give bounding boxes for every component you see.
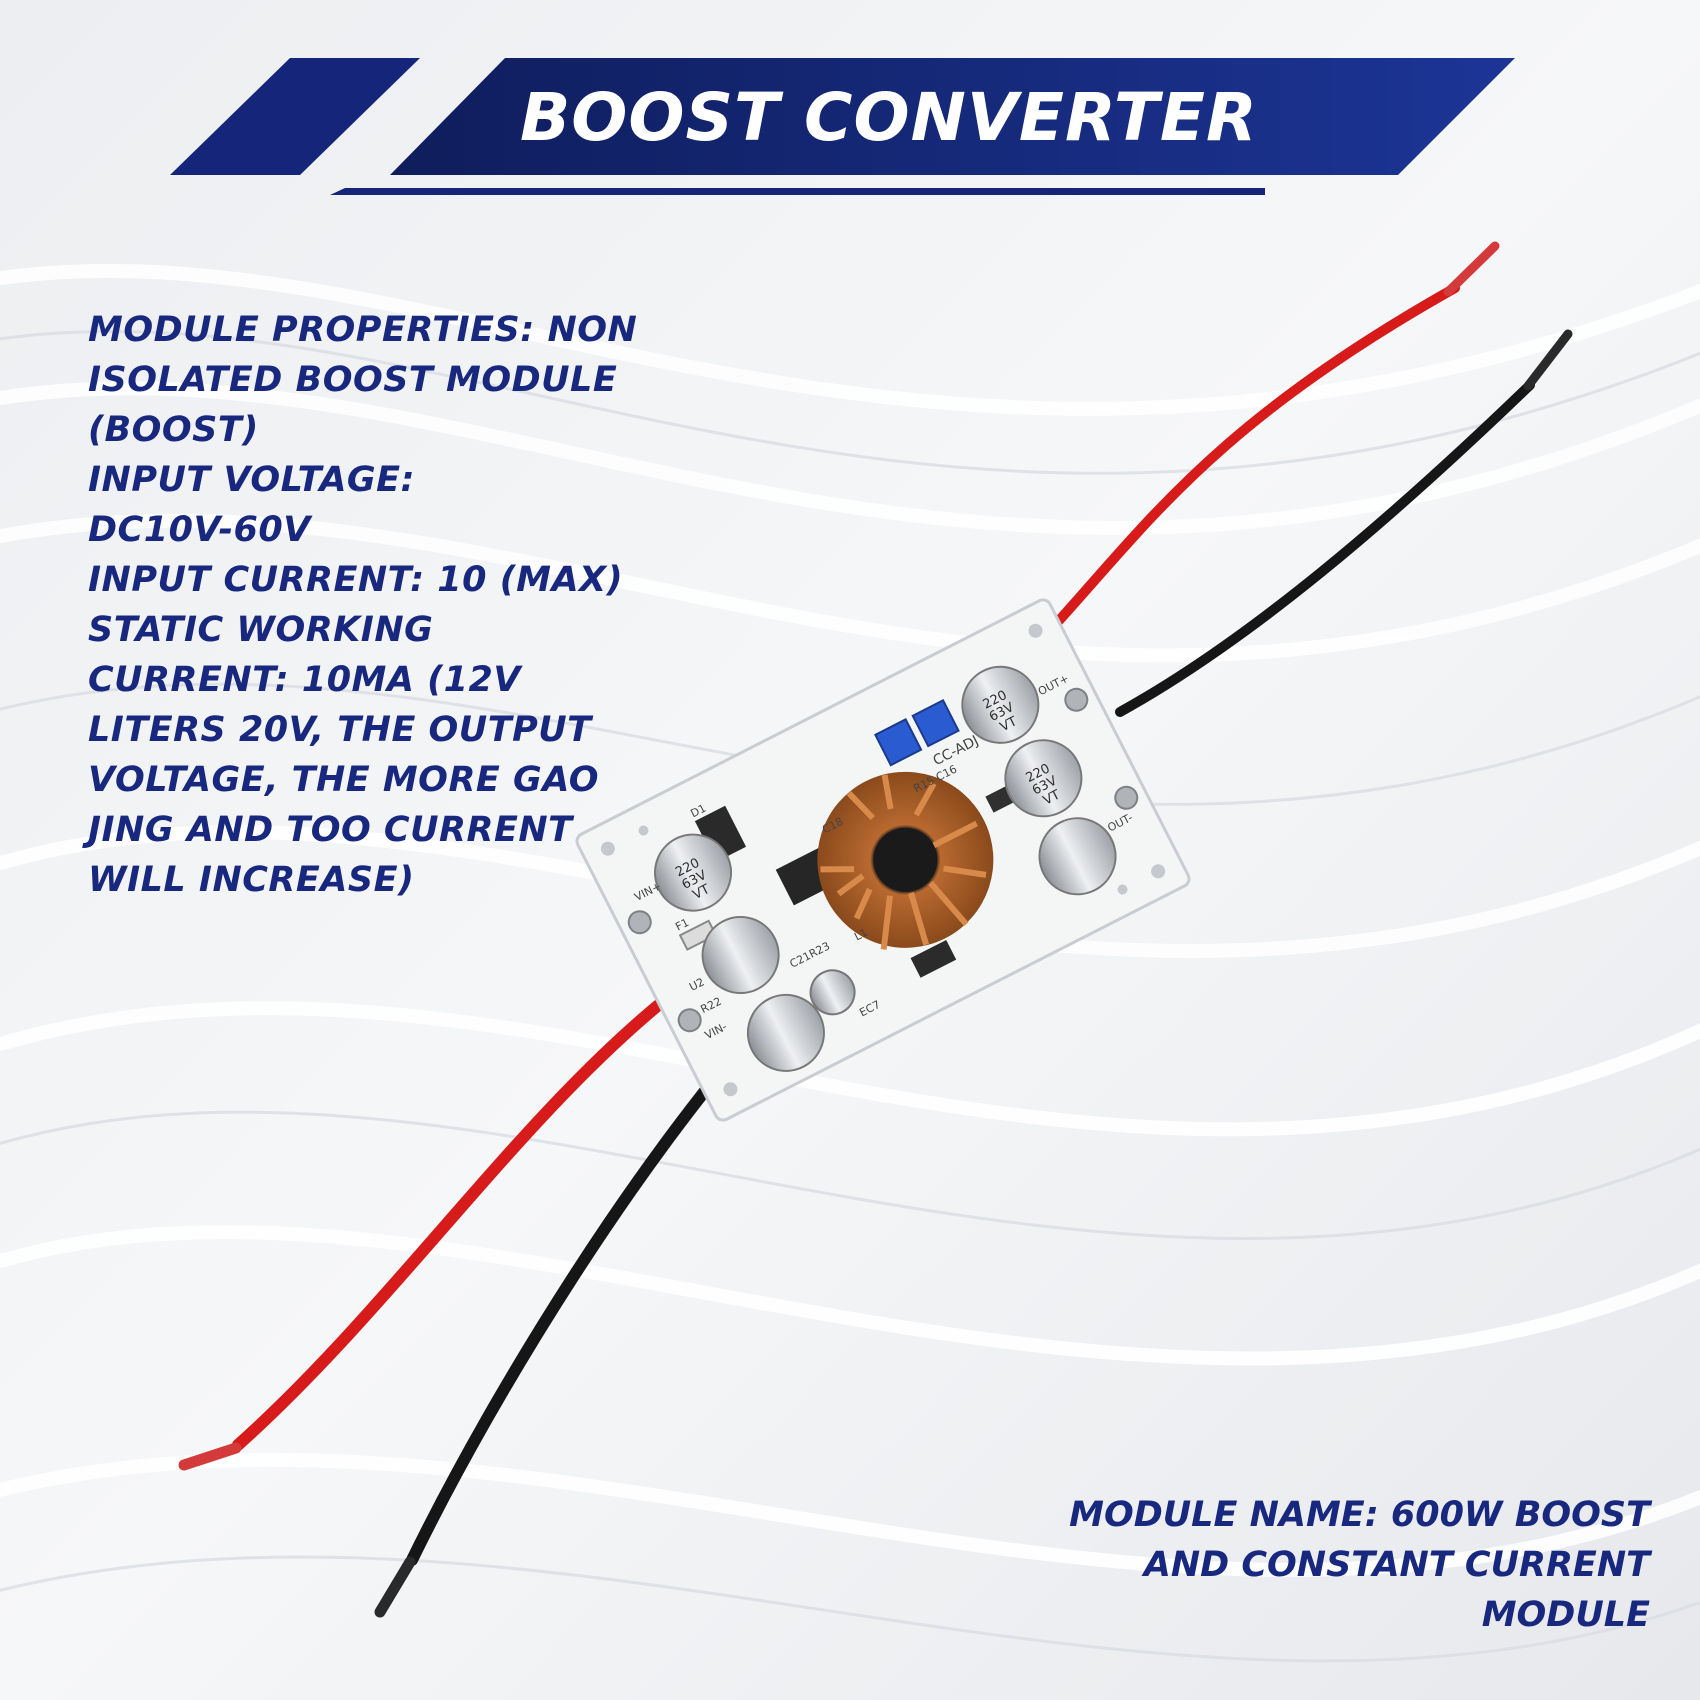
vin-minus-pad [677, 1008, 702, 1033]
title-banner: BOOST CONVERTER [0, 0, 1700, 210]
potentiometer [911, 698, 960, 748]
silkscreen-f1: F1 [673, 916, 691, 934]
capacitor-label-group: 220 63V VT 220 63V VT 220 63V VT [673, 688, 1063, 903]
black-input-wire-tip [374, 1556, 416, 1618]
capacitor [701, 915, 780, 994]
potentiometers [873, 698, 960, 767]
fuse [678, 919, 718, 951]
silkscreen-l1: L1 [852, 926, 870, 944]
red-input-wire-tip [178, 1442, 242, 1471]
module-name-line: MODULE NAME: 600W BOOST [1069, 1495, 1650, 1535]
out-minus-pad [1114, 785, 1139, 810]
pcb-board: 220 63V VT 220 63V VT 220 63V VT OUT+ OU… [575, 598, 1191, 1122]
red-output-wire-tip [1443, 241, 1500, 297]
capacitor-label: VT [1041, 788, 1063, 809]
banner-underline [330, 188, 1265, 195]
module-properties-text: MODULE PROPERTIES: NON ISOLATED BOOST MO… [88, 305, 688, 905]
spec-line: JING AND TOO CURRENT [88, 810, 573, 850]
spec-line: ISOLATED BOOST MODULE [88, 360, 618, 400]
black-output-wire [1115, 380, 1535, 717]
small-capacitor [809, 969, 856, 1016]
module-name-line: AND CONSTANT CURRENT [1143, 1545, 1650, 1585]
spec-line: DC10V-60V [88, 510, 311, 550]
capacitor [746, 993, 825, 1072]
potentiometer [873, 718, 923, 767]
black-output-wire-tip [1523, 329, 1573, 391]
mounting-holes [600, 623, 1166, 1097]
capacitor [961, 665, 1040, 744]
spec-line: CURRENT: 10MA (12V [88, 660, 521, 700]
banner-shapes [170, 58, 1515, 195]
capacitor [1038, 817, 1117, 896]
spec-line: STATIC WORKING [88, 610, 434, 650]
page-title: BOOST CONVERTER [520, 79, 1258, 156]
red-input-wire [232, 974, 696, 1451]
capacitor [1004, 739, 1083, 818]
spec-line: WILL INCREASE) [88, 860, 415, 900]
spec-line: INPUT VOLTAGE: [88, 460, 416, 500]
silkscreen-u2: U2 [687, 975, 706, 993]
input-wires [178, 974, 766, 1618]
silkscreen-d1: D1 [689, 802, 709, 821]
banner-left-slash [170, 58, 420, 175]
spec-line: MODULE PROPERTIES: NON [88, 310, 638, 350]
capacitor-label: VT [998, 714, 1020, 735]
module-name-line: MODULE [1481, 1595, 1650, 1635]
spec-line: INPUT CURRENT: 10 (MAX) [88, 560, 624, 600]
electrolytic-capacitors [654, 665, 1117, 1072]
module-name-text: MODULE NAME: 600W BOOST AND CONSTANT CUR… [1010, 1490, 1650, 1640]
out-plus-pad [1064, 687, 1089, 712]
terminal-pads [627, 687, 1139, 1033]
banner-main-bar [390, 58, 1515, 175]
black-input-wire [406, 1019, 766, 1566]
output-wires [1050, 241, 1573, 717]
spec-line: (BOOST) [88, 410, 259, 450]
spec-line: VOLTAGE, THE MORE GAO [88, 760, 599, 800]
vin-plus-pad [627, 910, 652, 935]
spec-line: LITERS 20V, THE OUTPUT [88, 710, 592, 750]
capacitor [654, 833, 733, 912]
capacitor-label: VT [690, 882, 712, 903]
red-output-wire [1050, 283, 1460, 630]
toroid-inductor [817, 771, 994, 950]
